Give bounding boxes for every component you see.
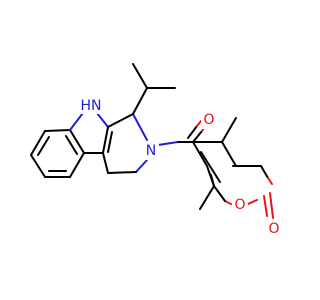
carbonyl-o-symbol: O (203, 112, 214, 128)
pyranone-ring-o-label: O (232, 197, 248, 215)
indole-nh-label: HN (78, 96, 104, 114)
isopropyl-group (132, 63, 176, 115)
pyrrole-ring (69, 112, 113, 154)
pyranone-carbonyl-o-symbol: O (268, 221, 279, 237)
indole-h-symbol: N (91, 98, 101, 114)
indole-n-symbol: H (80, 98, 91, 114)
methyl-groups (199, 117, 237, 210)
pyranone-ring-o-symbol: O (234, 197, 245, 213)
molecule-diagram: HN N O O O (30, 63, 282, 238)
pyranone-carbonyl (263, 192, 274, 219)
pyranone-carbonyl-o-label: O (266, 220, 282, 238)
structure-canvas: HN N O O O (30, 63, 282, 238)
ring-n-label: N (143, 142, 159, 160)
svg-text:HN: HN (80, 98, 101, 114)
piperidine-ring (102, 113, 148, 174)
benzene-ring (30, 129, 85, 178)
ring-n-symbol: N (146, 143, 156, 159)
carbonyl-o-label: O (201, 111, 217, 129)
pyranone-ring (192, 141, 273, 205)
